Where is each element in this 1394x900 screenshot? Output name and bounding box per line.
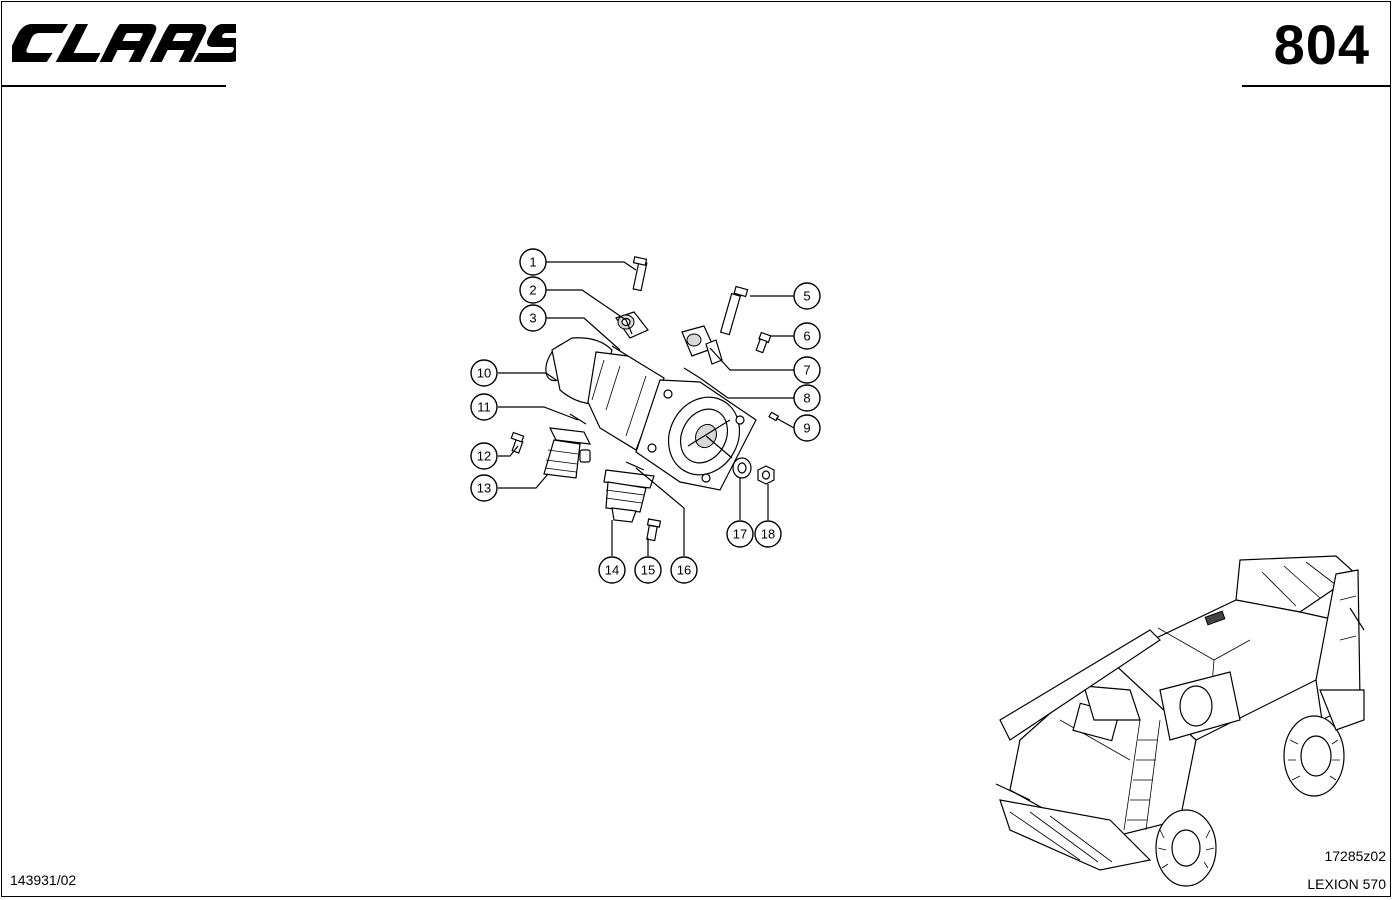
- svg-text:7: 7: [803, 363, 810, 378]
- svg-text:1: 1: [529, 255, 536, 270]
- header-rule-right: [1242, 85, 1390, 87]
- svg-text:5: 5: [803, 289, 810, 304]
- seal-part-11: [569, 413, 587, 425]
- header-rule-left: [2, 85, 226, 87]
- svg-text:17: 17: [733, 527, 747, 542]
- screw-part-12: [510, 431, 525, 454]
- callout-5: 5: [793, 282, 821, 310]
- svg-text:15: 15: [641, 563, 655, 578]
- claas-logo: [12, 24, 236, 62]
- callout-17: 17: [726, 520, 754, 548]
- leader-lines: [498, 261, 795, 556]
- svg-text:2: 2: [529, 283, 536, 298]
- seal-part-3: [611, 345, 629, 357]
- seal-part-16: [625, 461, 645, 471]
- callout-10: 10: [470, 359, 498, 387]
- callout-16: 16: [670, 556, 698, 584]
- washer-part-17: [732, 457, 752, 479]
- callout-12: 12: [470, 442, 498, 470]
- svg-text:6: 6: [803, 329, 810, 344]
- svg-text:16: 16: [677, 563, 691, 578]
- screw-part-6: [755, 331, 772, 354]
- fitting-part-14: [603, 469, 655, 523]
- combine-harvester-illustration: [995, 555, 1365, 887]
- svg-text:13: 13: [477, 481, 491, 496]
- svg-text:11: 11: [477, 400, 491, 415]
- callout-6: 6: [793, 322, 821, 350]
- callout-9: 9: [793, 414, 821, 442]
- bolt-part-5: [719, 285, 749, 336]
- document-number: 143931/02: [10, 872, 77, 888]
- fitting-part-13: [543, 427, 592, 479]
- svg-text:3: 3: [529, 311, 536, 326]
- bracket-part-7: [681, 325, 723, 365]
- callout-13: 13: [470, 474, 498, 502]
- callout-3: 3: [519, 304, 547, 332]
- seal-part-8: [683, 367, 701, 379]
- svg-text:8: 8: [803, 391, 810, 406]
- model-name: LEXION 570: [1307, 876, 1386, 892]
- callout-15: 15: [634, 556, 662, 584]
- svg-text:9: 9: [803, 421, 810, 436]
- bolt-part-1: [632, 256, 648, 292]
- key-part-9: [768, 411, 780, 422]
- svg-text:10: 10: [477, 366, 491, 381]
- svg-text:12: 12: [477, 449, 491, 464]
- callout-2: 2: [519, 276, 547, 304]
- pump-assembly: [510, 256, 780, 542]
- page-number: 804: [1273, 13, 1370, 76]
- callout-14: 14: [598, 556, 626, 584]
- nut-part-18: [757, 465, 775, 485]
- drawing-number: 17285z02: [1324, 848, 1386, 864]
- callout-7: 7: [793, 356, 821, 384]
- svg-text:14: 14: [605, 563, 619, 578]
- callout-18: 18: [754, 520, 782, 548]
- screw-part-15: [646, 518, 662, 542]
- svg-text:18: 18: [761, 527, 775, 542]
- callout-8: 8: [793, 384, 821, 412]
- callout-11: 11: [470, 393, 498, 421]
- callout-1: 1: [519, 248, 547, 276]
- motor-body-part-10: [545, 337, 757, 491]
